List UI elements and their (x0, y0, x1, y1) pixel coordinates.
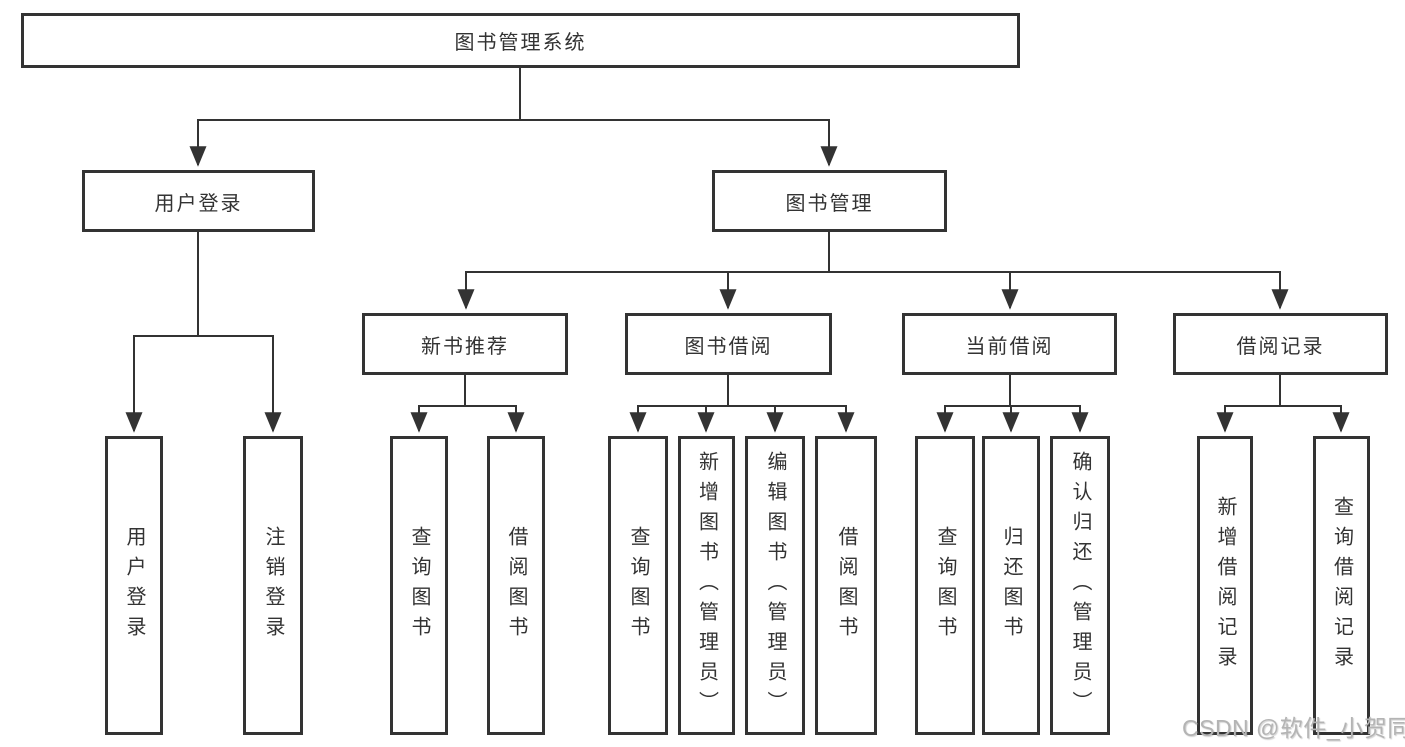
leaf-bb-add-book-admin: 新增图书（管理员） (678, 436, 735, 735)
leaf-cb-confirm-return-admin: 确认归还（管理员） (1050, 436, 1110, 735)
leaf-nbr-borrow-book-label: 借阅图书 (505, 525, 527, 646)
leaf-nbr-query-book-label: 查询图书 (408, 525, 430, 646)
leaf-br-add-record-label: 新增借阅记录 (1214, 495, 1236, 676)
node-borrow-record: 借阅记录 (1173, 313, 1388, 375)
leaf-br-query-record: 查询借阅记录 (1313, 436, 1370, 735)
node-book-management-label: 图书管理 (785, 192, 874, 215)
node-user-login-label: 用户登录 (154, 192, 243, 215)
connector-bookmgmt-rail (465, 232, 1281, 273)
node-borrow-record-label: 借阅记录 (1236, 335, 1325, 358)
node-current-borrow: 当前借阅 (902, 313, 1117, 375)
leaf-logout: 注销登录 (243, 436, 303, 735)
leaf-br-add-record: 新增借阅记录 (1197, 436, 1253, 735)
node-root: 图书管理系统 (21, 13, 1020, 68)
node-book-borrow: 图书借阅 (625, 313, 832, 375)
leaf-user-login: 用户登录 (105, 436, 163, 735)
node-book-management: 图书管理 (712, 170, 947, 232)
node-new-book-recommend-label: 新书推荐 (421, 335, 509, 358)
leaf-cb-return-book: 归还图书 (982, 436, 1040, 735)
leaf-bb-query-book: 查询图书 (608, 436, 668, 735)
leaf-cb-query-book: 查询图书 (915, 436, 975, 735)
leaf-cb-return-book-label: 归还图书 (1000, 525, 1022, 646)
connector-root-rail (197, 68, 830, 121)
connector-borrow-rail (637, 375, 847, 407)
leaf-cb-confirm-return-admin-label: 确认归还（管理员） (1069, 450, 1091, 721)
node-new-book-recommend: 新书推荐 (362, 313, 568, 375)
node-user-login: 用户登录 (82, 170, 315, 232)
node-book-borrow-label: 图书借阅 (684, 335, 773, 358)
leaf-bb-borrow-book-label: 借阅图书 (835, 525, 857, 646)
leaf-br-query-record-label: 查询借阅记录 (1330, 495, 1353, 676)
leaf-logout-label: 注销登录 (262, 525, 284, 646)
node-root-label: 图书管理系统 (454, 32, 587, 54)
leaf-bb-edit-book-admin: 编辑图书（管理员） (745, 436, 805, 735)
connector-record-rail (1224, 375, 1342, 407)
node-current-borrow-label: 当前借阅 (965, 335, 1054, 358)
connector-current-rail (944, 375, 1081, 407)
leaf-bb-edit-book-admin-label: 编辑图书（管理员） (764, 450, 786, 721)
connector-newbook-rail (418, 375, 517, 407)
leaf-bb-query-book-label: 查询图书 (627, 525, 649, 646)
leaf-nbr-borrow-book: 借阅图书 (487, 436, 545, 735)
leaf-bb-borrow-book: 借阅图书 (815, 436, 877, 735)
leaf-user-login-label: 用户登录 (123, 525, 145, 646)
leaf-nbr-query-book: 查询图书 (390, 436, 448, 735)
leaf-cb-query-book-label: 查询图书 (934, 525, 956, 646)
connector-userlogin-rail (133, 232, 274, 337)
leaf-bb-add-book-admin-label: 新增图书（管理员） (695, 450, 718, 721)
